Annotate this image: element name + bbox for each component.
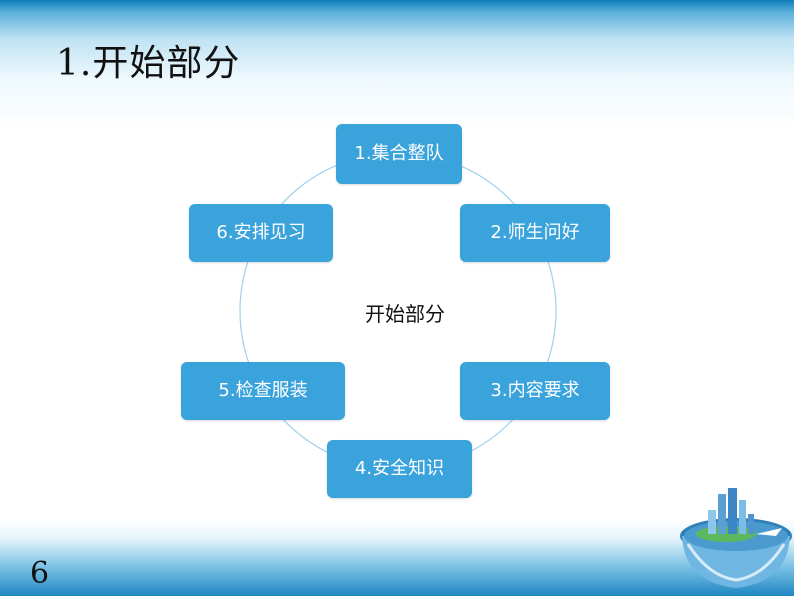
node-5-check-uniform: 5.检查服装 [181, 362, 345, 420]
node-4-safety: 4.安全知识 [327, 440, 472, 498]
node-6-observation: 6.安排见习 [189, 204, 333, 262]
node-2-greeting: 2.师生问好 [460, 204, 610, 262]
center-label: 开始部分 [340, 298, 470, 327]
slide-title: 1.开始部分 [56, 34, 240, 86]
page-number: 6 [30, 556, 49, 591]
node-1-assemble: 1.集合整队 [336, 124, 462, 184]
node-3-requirements: 3.内容要求 [460, 362, 610, 420]
city-globe-icon [678, 484, 794, 590]
bottom-gradient-band [0, 520, 794, 596]
